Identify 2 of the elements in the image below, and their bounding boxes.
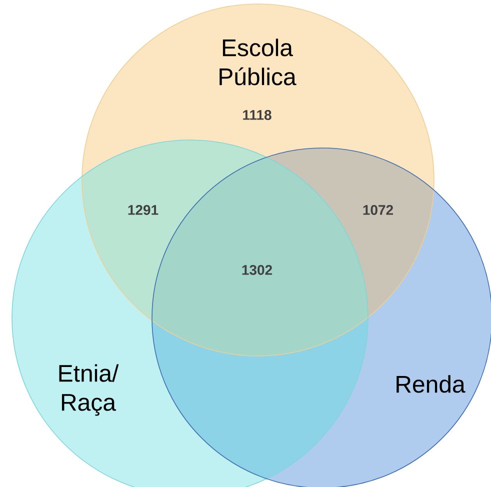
count-label: 1118	[243, 110, 272, 120]
count-label: 1302	[242, 265, 272, 275]
